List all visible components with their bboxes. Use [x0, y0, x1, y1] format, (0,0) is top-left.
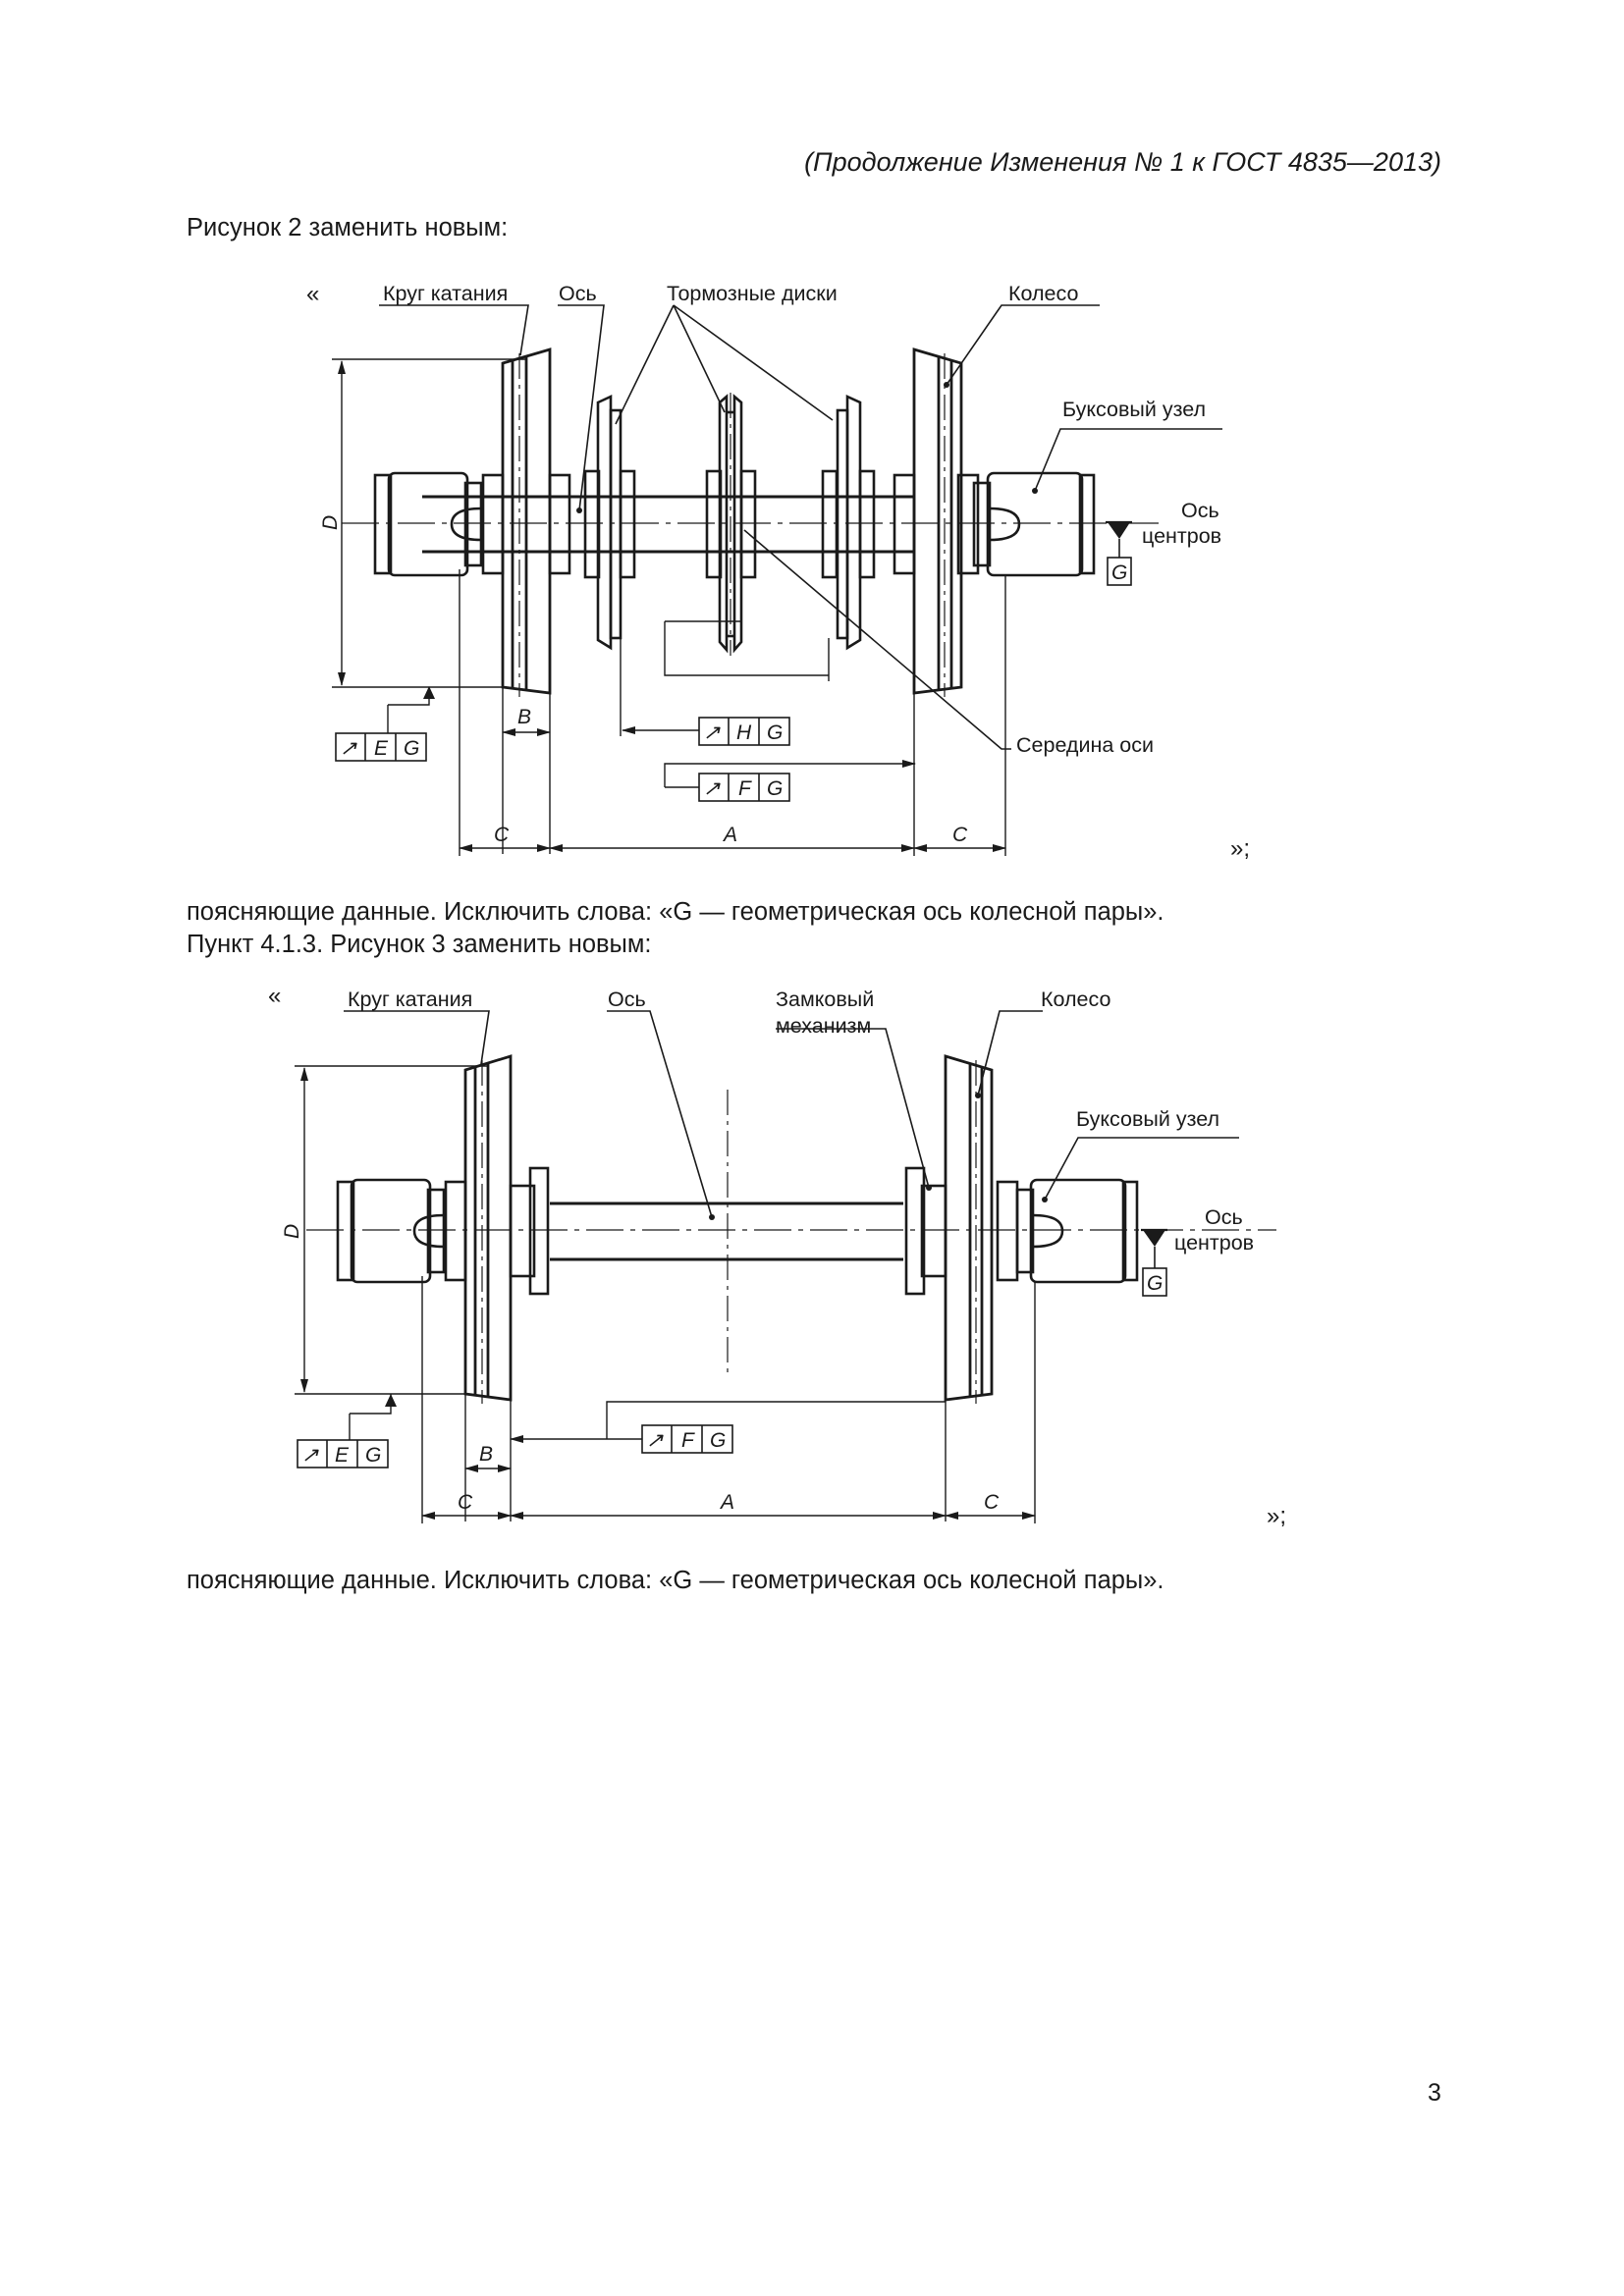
datum-g-letter: G [1111, 561, 1127, 584]
dimension-b [502, 687, 551, 854]
dim-label-c-left: C [494, 824, 510, 846]
tolerance-frame-lower: ↗ F G [665, 773, 790, 802]
dimension-b [464, 1394, 512, 1522]
axlebox-right [972, 471, 1096, 577]
dim-label-b: B [517, 706, 531, 728]
label-wheel: Колесо [1008, 282, 1079, 305]
dim-label-a: A [719, 1491, 734, 1514]
figure-3-wheelset-drawing: « [268, 983, 1286, 1529]
running-header: (Продолжение Изменения № 1 к ГОСТ 4835—2… [804, 147, 1441, 177]
leader-lines [344, 1010, 1239, 1218]
axlebox-right [1015, 1178, 1139, 1284]
figure-2-wheelset-drawing: « [306, 281, 1250, 862]
dim-label-b: B [479, 1443, 493, 1466]
close-quote: »; [1267, 1503, 1286, 1529]
frame-lower-ref2: G [767, 777, 783, 800]
frame-left-ref1: E [335, 1444, 350, 1467]
paragraph-figure2-intro: Рисунок 2 заменить новым: [187, 214, 509, 241]
label-centers-axis-2: центров [1142, 524, 1221, 548]
axle-shaft [422, 495, 913, 554]
label-axle-middle: Середина оси [1016, 733, 1154, 757]
label-rolling-circle: Круг катания [348, 988, 472, 1011]
dim-label-d: D [319, 515, 342, 530]
dimension-chain-bottom [421, 1276, 1036, 1523]
tolerance-frame-left: ↗ E G [335, 686, 435, 762]
wheel-right [944, 1054, 994, 1404]
label-axlebox: Буксовый узел [1076, 1107, 1219, 1131]
dim-label-a: A [722, 824, 737, 846]
tolerance-frame-middle-leaders [510, 1400, 947, 1522]
paragraph-figure3-note: поясняющие данные. Исключить слова: «G —… [187, 1567, 1164, 1594]
paragraph-figure3-intro: Пункт 4.1.3. Рисунок 3 заменить новым: [187, 931, 652, 958]
frame-middle-symbol: ↗ [703, 721, 721, 744]
datum-g-letter: G [1147, 1272, 1163, 1295]
label-rolling-circle: Круг катания [383, 282, 508, 305]
datum-g-symbol: G [1141, 1228, 1167, 1297]
open-quote: « [268, 983, 281, 1009]
dimension-d [295, 1065, 488, 1395]
label-centers-axis-1: Ось [1181, 499, 1219, 522]
axle-shaft [550, 1201, 903, 1261]
tolerance-frame-left: ↗ E G [297, 1394, 397, 1468]
frame-left-symbol: ↗ [340, 737, 357, 760]
leader-lines [379, 304, 1222, 750]
close-quote: »; [1230, 835, 1250, 862]
page-number: 3 [1428, 2079, 1441, 2107]
frame-middle-ref1: F [681, 1429, 695, 1452]
label-lock-1: Замковый [776, 988, 874, 1011]
frame-middle-ref1: H [736, 721, 752, 744]
tolerance-frame-middle-leaders [620, 620, 830, 736]
paragraph-figure2-note: поясняющие данные. Исключить слова: «G —… [187, 898, 1164, 926]
tolerance-frame-middle: ↗ F G [641, 1424, 733, 1454]
frame-middle-ref2: G [767, 721, 783, 744]
frame-middle-ref2: G [710, 1429, 726, 1452]
frame-lower-symbol: ↗ [703, 777, 721, 800]
frame-left-ref2: G [365, 1444, 381, 1467]
frame-middle-symbol: ↗ [646, 1429, 664, 1452]
open-quote: « [306, 281, 319, 307]
frame-left-symbol: ↗ [301, 1444, 319, 1467]
label-lock-2: механизм [776, 1014, 871, 1038]
dim-label-c-right: C [952, 824, 968, 846]
label-axlebox: Буксовый узел [1062, 398, 1206, 421]
axlebox-left [336, 1178, 446, 1284]
frame-left-ref1: E [374, 737, 389, 760]
label-axle: Ось [608, 988, 646, 1011]
datum-g-symbol: G [1106, 520, 1132, 586]
label-wheel: Колесо [1041, 988, 1111, 1011]
dim-label-c-left: C [458, 1491, 473, 1514]
tolerance-frame-lower-leaders [664, 760, 916, 787]
label-axle: Ось [559, 282, 597, 305]
brake-disc-2 [705, 394, 757, 654]
wheel-right [912, 347, 963, 697]
brake-disc-1 [583, 394, 636, 651]
tolerance-frame-middle: ↗ H G [698, 717, 790, 746]
dimension-chain-bottom [459, 569, 1006, 856]
label-centers-axis-2: центров [1174, 1231, 1254, 1255]
frame-left-ref2: G [404, 737, 419, 760]
axlebox-left [373, 471, 483, 577]
label-brake-discs: Тормозные диски [667, 282, 838, 305]
frame-lower-ref1: F [738, 777, 752, 800]
brake-disc-3 [821, 394, 876, 651]
dim-label-d: D [281, 1224, 303, 1239]
dim-label-c-right: C [984, 1491, 1000, 1514]
dimension-d [332, 358, 526, 688]
label-centers-axis-1: Ось [1205, 1205, 1243, 1229]
